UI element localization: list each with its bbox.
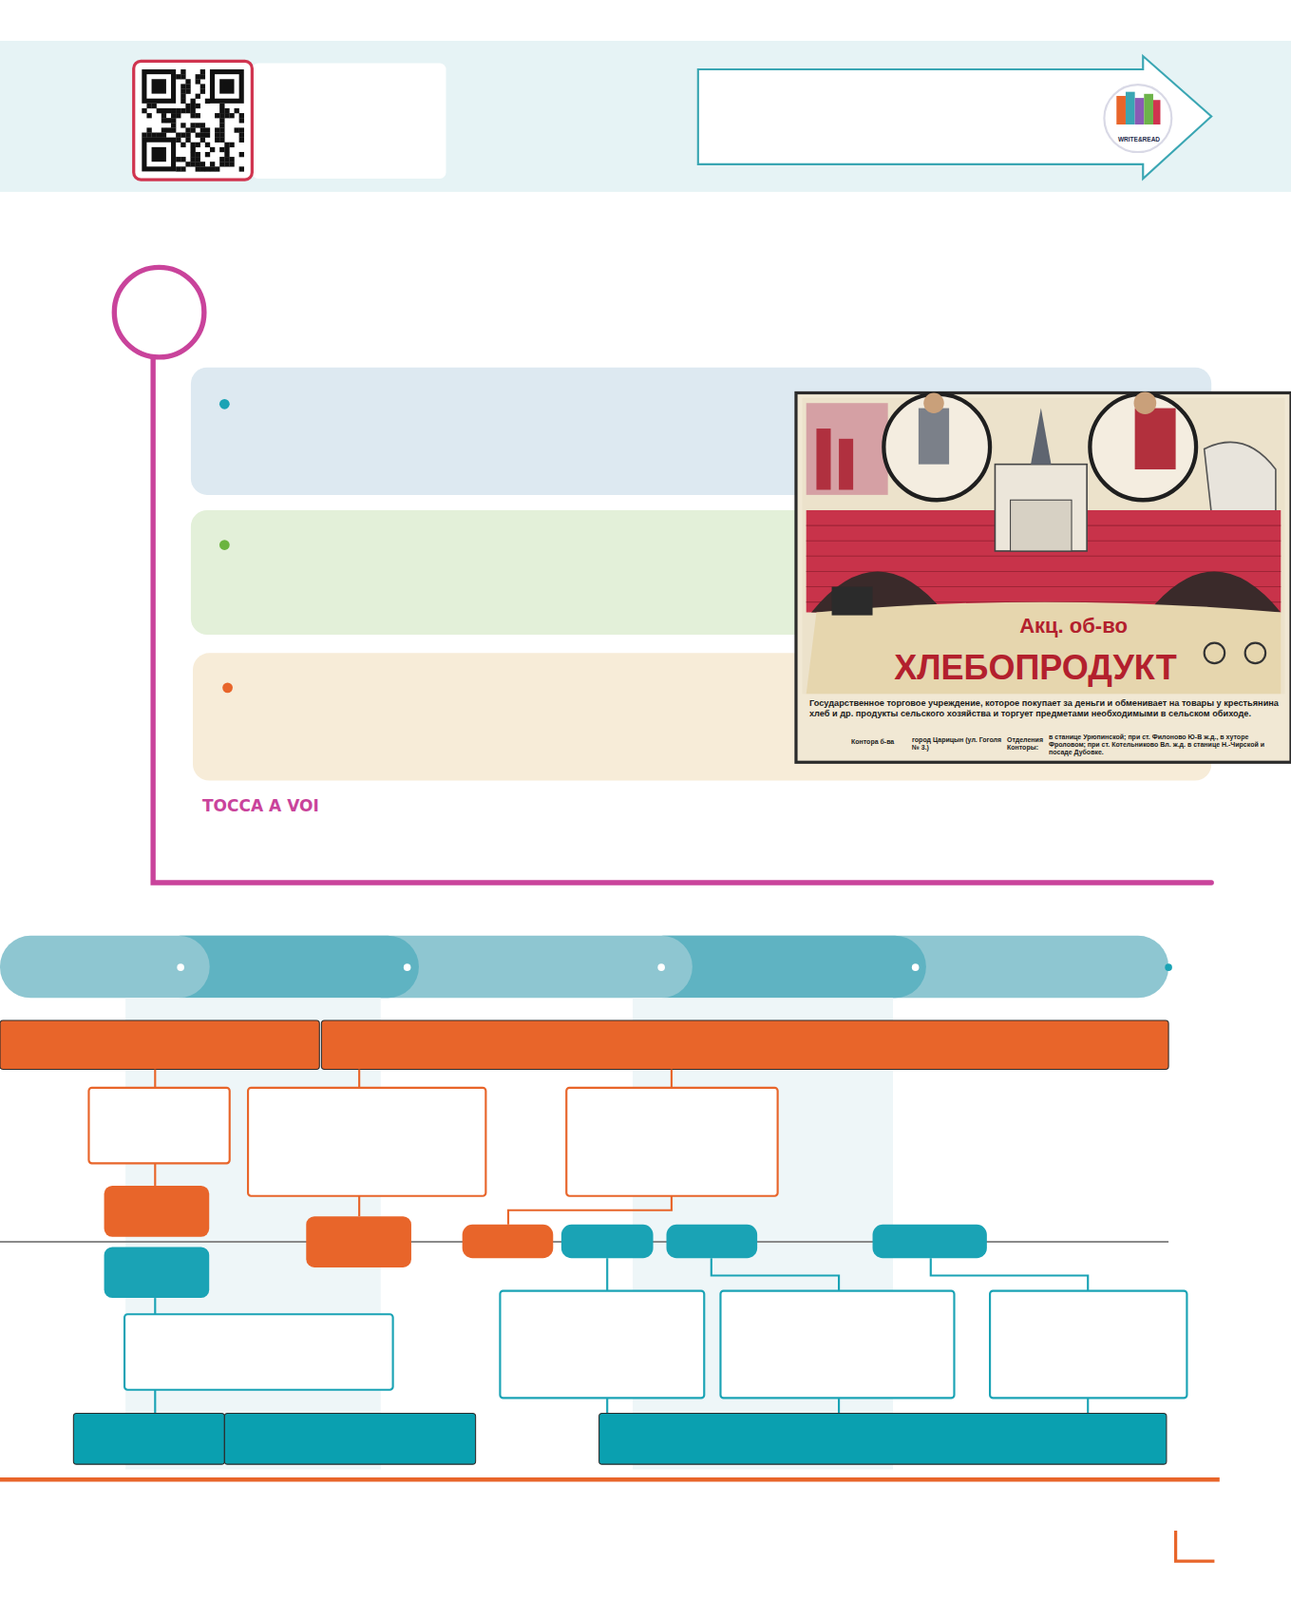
- logo-bar: [1116, 95, 1126, 125]
- period-bar: [73, 1412, 1167, 1464]
- bottom-rule: [0, 1477, 1220, 1481]
- activity-heading: TOCCA A VOI: [202, 797, 393, 817]
- logo-bar: [1125, 92, 1136, 125]
- event-boxes: [88, 1087, 778, 1197]
- logo-bar: [1135, 97, 1145, 125]
- timeline-dots: [176, 963, 919, 971]
- qr-frame: [133, 60, 253, 180]
- bullet: [219, 398, 230, 410]
- logo-bar: [1153, 99, 1161, 125]
- header-band: [0, 40, 1291, 192]
- logo-bar: [1143, 94, 1154, 125]
- poster-address: город Царицын (ул. Гоголя № 3.): [911, 736, 1006, 752]
- poster-office: Контора б-ва: [851, 738, 911, 746]
- logo-circle: [1103, 84, 1172, 152]
- arrow-outline: [698, 56, 1212, 179]
- frame-ring: [113, 266, 205, 358]
- timeline-dot: [1164, 963, 1173, 971]
- page-corner: [1176, 1530, 1216, 1561]
- period-bar: [321, 1020, 1169, 1070]
- logo-text: WRITE&READ: [1113, 135, 1165, 143]
- poster-branches: Отделения Конторы:: [1006, 736, 1049, 752]
- bullet: [222, 682, 233, 693]
- poster-description: Государственное торговое учреждение, кот…: [809, 698, 1281, 719]
- date-pills: [104, 1224, 988, 1298]
- header-field: [251, 63, 446, 179]
- poster-branch-list: в станице Урюпинской; при ст. Филоново Ю…: [1048, 733, 1283, 757]
- event-boxes: [124, 1291, 1187, 1399]
- timeline-band: [0, 935, 1169, 999]
- period-bar: [0, 1020, 320, 1070]
- poster-title: ХЛЕБОПРОДУКТ: [854, 647, 1216, 687]
- poster: [796, 391, 1291, 762]
- qr-code: [141, 69, 245, 172]
- timeline-segment: [178, 935, 419, 999]
- bullet: [219, 539, 230, 551]
- poster-subtitle: Акц. об-во: [997, 613, 1150, 638]
- timeline-segment: [661, 935, 927, 999]
